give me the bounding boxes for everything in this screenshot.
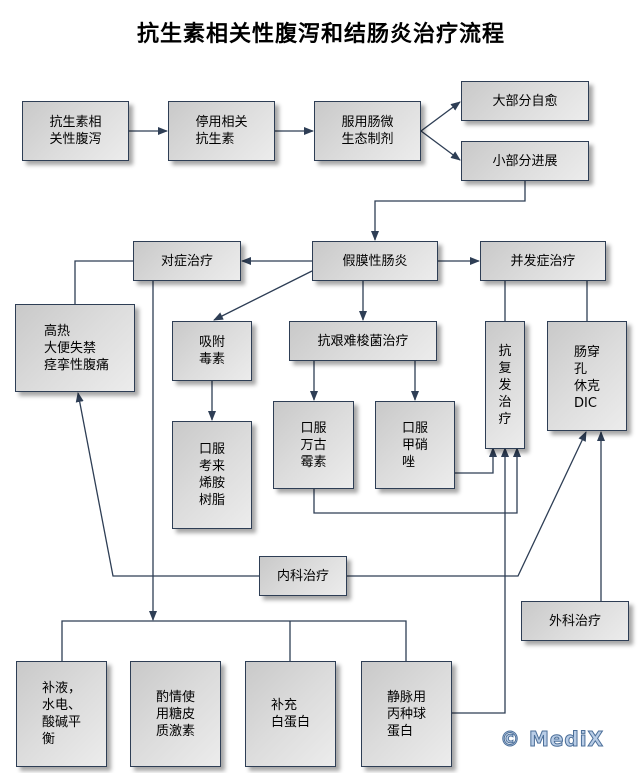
arrow-probiotics-to-selfheal: [420, 101, 461, 132]
node-medical: 内科治疗: [259, 556, 347, 596]
node-label: 吸附 毒素: [198, 335, 225, 367]
node-label: 停用相关 抗生素: [195, 115, 248, 147]
node-metronidazole: 口服 甲硝 唑: [375, 401, 455, 489]
node-label: 口服 考来 烯胺 树脂: [198, 442, 225, 508]
node-self-heal: 大部分自愈: [461, 81, 589, 121]
node-label: 口服 甲硝 唑: [401, 420, 428, 470]
arrow-vancomycin-to-antirelapse: [313, 447, 521, 514]
node-label: 并发症治疗: [510, 253, 576, 269]
node-probiotics: 服用肠微 生态制剂: [314, 101, 421, 161]
node-adsorb: 吸附 毒素: [172, 321, 252, 381]
node-steroids: 酌情使 用糖皮 质激素: [130, 661, 221, 767]
node-label: 大部分自愈: [492, 93, 558, 109]
node-label: 高热 大便失禁 痉挛性腹痛: [44, 323, 110, 373]
arrow-medical-to-symptoms: [75, 392, 259, 577]
diagram-title: 抗生素相关性腹泻和结肠炎治疗流程: [136, 21, 505, 47]
node-fluids: 补液， 水电、 酸碱平 衡: [16, 661, 107, 767]
node-label: 补液， 水电、 酸碱平 衡: [41, 681, 81, 747]
node-surgical: 外科治疗: [521, 601, 629, 641]
node-ivig: 静脉用 丙种球 蛋白: [361, 661, 452, 767]
arrow-probiotics-to-progress: [420, 130, 461, 161]
node-label: 假膜性肠炎: [342, 253, 408, 269]
node-label: 口服 万古 霉素: [300, 420, 327, 470]
arrow-progress-to-pmc: [371, 181, 526, 241]
node-albumin: 补充 白蛋白: [245, 661, 336, 767]
node-label: 抗 复 发 治 疗: [498, 343, 512, 427]
node-label: 小部分进展: [492, 153, 558, 169]
node-label: 静脉用 丙种球 蛋白: [386, 689, 426, 739]
node-label: 抗生素相 关性腹泻: [49, 115, 102, 147]
arrow-ivig-to-antirelapse: [452, 447, 509, 714]
node-complications: 并发症治疗: [480, 241, 606, 281]
node-cholestyramine: 口服 考来 烯胺 树脂: [172, 421, 252, 529]
node-pmc: 假膜性肠炎: [312, 241, 438, 281]
node-label: 外科治疗: [548, 613, 601, 629]
node-label: 肠穿 孔 休克 DIC: [573, 345, 600, 411]
node-symptomatic: 对症治疗: [133, 241, 241, 281]
arrow-pmc-to-adsorb: [213, 270, 313, 321]
node-aad: 抗生素相 关性腹泻: [22, 101, 129, 161]
node-label: 酌情使 用糖皮 质激素: [155, 689, 195, 739]
node-symptoms: 高热 大便失禁 痉挛性腹痛: [15, 304, 135, 392]
arrow-metronidazole-to-antirelapse: [455, 447, 497, 474]
node-label: 内科治疗: [276, 568, 329, 584]
node-anti-cd: 抗艰难梭菌治疗: [289, 321, 437, 361]
node-stop-antibiotics: 停用相关 抗生素: [168, 101, 275, 161]
node-label: 抗艰难梭菌治疗: [317, 333, 409, 349]
node-progress: 小部分进展: [461, 141, 589, 181]
node-label: 对症治疗: [160, 253, 213, 269]
node-perforation: 肠穿 孔 休克 DIC: [547, 321, 627, 431]
node-anti-relapse: 抗 复 发 治 疗: [485, 321, 525, 449]
node-label: 补充 白蛋白: [270, 698, 310, 730]
node-label: 服用肠微 生态制剂: [341, 115, 394, 147]
watermark-logo: © MediX: [499, 727, 605, 752]
arrow-medical-to-perforation: [347, 431, 587, 577]
line-bottom-bus: [61, 620, 407, 661]
node-vancomycin: 口服 万古 霉素: [273, 401, 354, 489]
line-symptomatic-to-symptoms: [74, 260, 133, 304]
